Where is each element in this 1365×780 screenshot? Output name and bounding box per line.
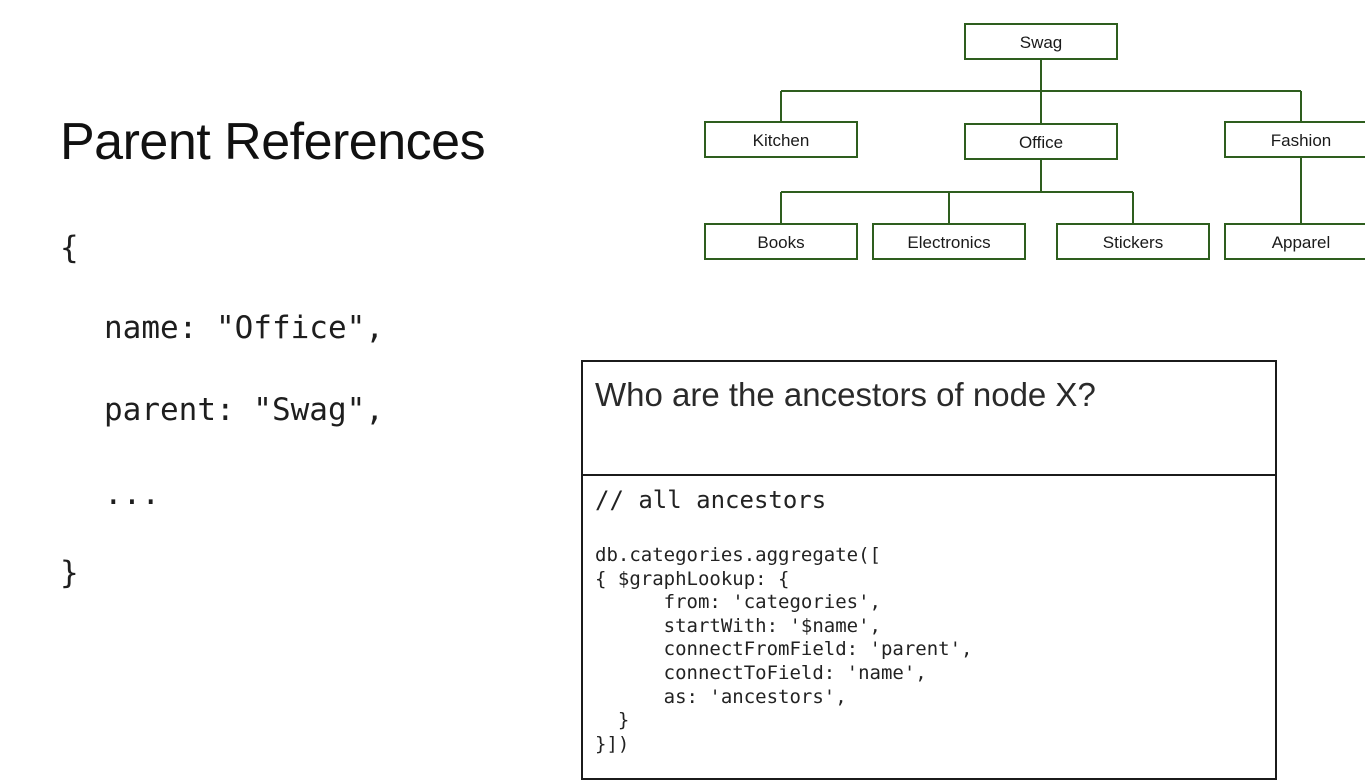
node-box-office [964,123,1118,160]
node-box-stickers [1056,223,1210,260]
code-line: { $graphLookup: { [595,567,790,590]
code-line: } [595,709,630,732]
code-line: }]) [595,732,630,755]
query-question: Who are the ancestors of node X? [595,376,1096,413]
node-label-stickers: Stickers [1103,233,1163,252]
query-code-block: // all ancestors db.categories.aggregate… [583,476,1275,756]
code-line: as: 'ancestors', [595,685,847,708]
node-box-books [704,223,858,260]
tree-edges [780,59,1302,224]
document-open-brace: { [60,230,79,266]
code-line: from: 'categories', [595,591,881,614]
node-label-kitchen: Kitchen [753,131,810,150]
node-box-electronics [872,223,1026,260]
node-box-fashion [1224,121,1365,158]
code-comment: // all ancestors [595,486,827,514]
code-line: db.categories.aggregate([ [595,544,881,566]
node-box-swag [964,23,1118,60]
document-parent-field: parent: "Swag", [104,392,384,428]
code-line: connectToField: 'name', [595,661,927,684]
category-tree-diagram: Swag Kitchen Office Fashion Books Electr… [704,23,1365,260]
node-label-office: Office [1019,133,1063,152]
node-label-apparel: Apparel [1272,233,1331,252]
node-label-swag: Swag [1020,33,1063,52]
node-label-books: Books [757,233,804,252]
code-line: startWith: '$name', [595,614,881,637]
document-close-brace: } [60,555,79,591]
node-box-kitchen [704,121,858,158]
document-name-field: name: "Office", [104,310,384,346]
query-header: Who are the ancestors of node X? [583,362,1275,476]
node-box-apparel [1224,223,1365,260]
document-ellipsis: ... [104,476,160,512]
slide-title: Parent References [60,113,486,171]
tree-node-boxes [704,23,1365,260]
node-label-electronics: Electronics [907,233,990,252]
query-panel: Who are the ancestors of node X? // all … [581,360,1277,780]
node-label-fashion: Fashion [1271,131,1331,150]
code-line: connectFromField: 'parent', [595,638,973,661]
